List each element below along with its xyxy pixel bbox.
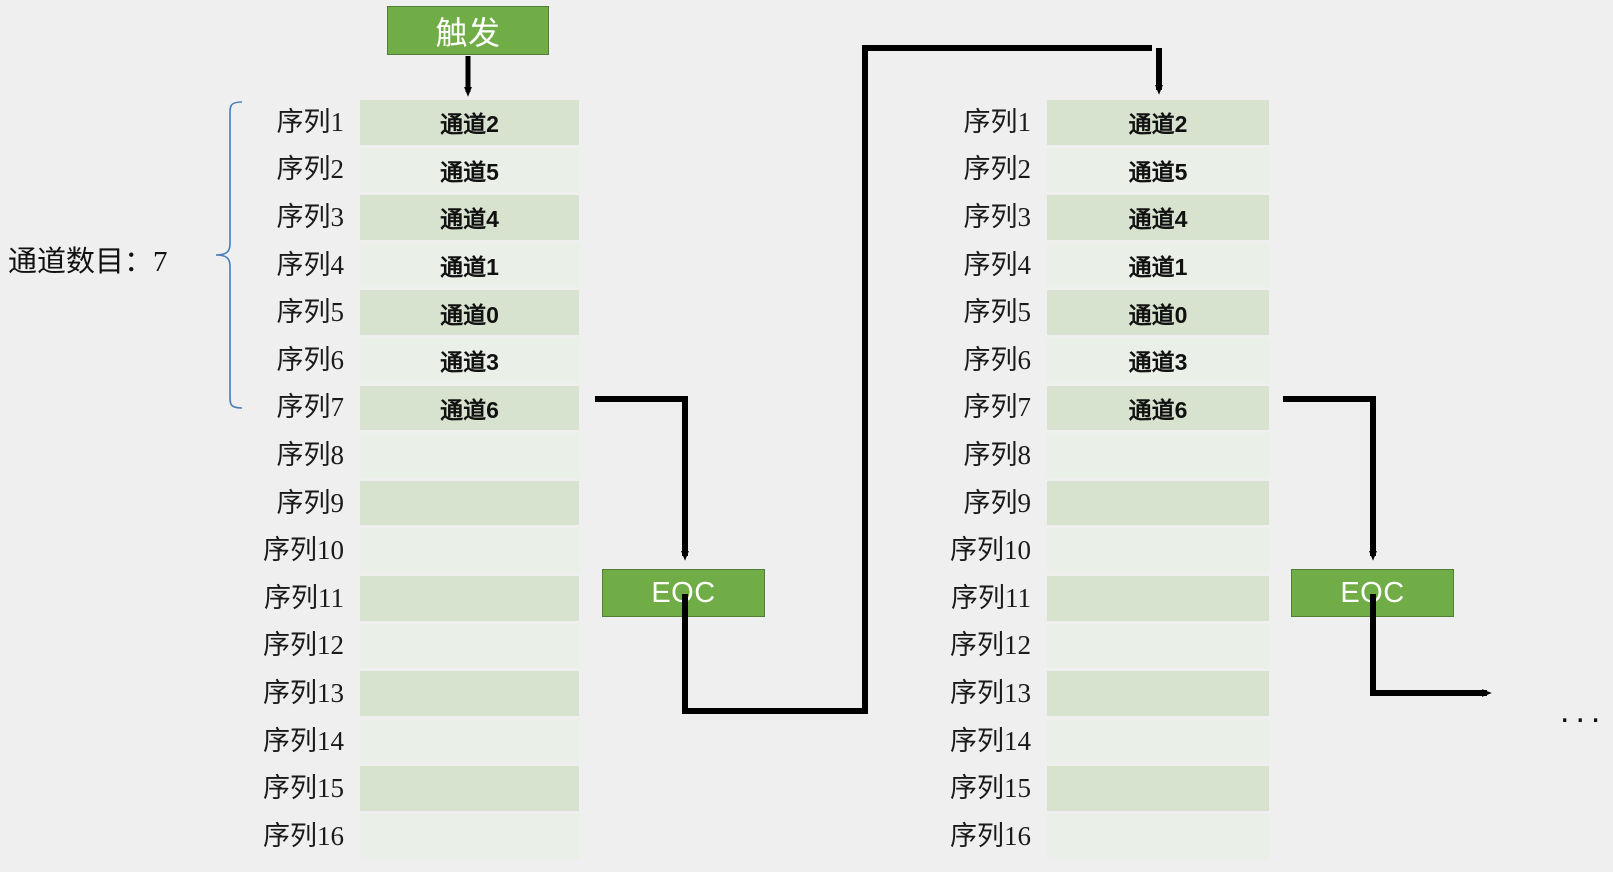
sequence-row: 序列13 <box>263 671 579 719</box>
sequence-row-value: 通道0 <box>440 301 499 328</box>
sequence-row-label: 序列5 <box>963 297 1032 328</box>
sequence-row-label: 序列14 <box>950 725 1031 756</box>
sequence-row: 序列1 通道2 <box>964 100 1269 148</box>
sequence-row: 序列8 <box>277 433 579 481</box>
sequence-row: 序列11 <box>951 575 1269 624</box>
sequence-row: 序列6 通道3 <box>964 337 1269 386</box>
sequence-row-label: 序列7 <box>963 392 1032 423</box>
sequence-row-label: 序列4 <box>276 249 345 280</box>
sequence-row: 序列10 <box>950 528 1269 576</box>
sequence-row-label: 序列16 <box>263 820 344 851</box>
sequence-row-label: 序列2 <box>276 154 345 185</box>
sequence-row-label: 序列1 <box>963 106 1032 137</box>
sequence-table-right: 序列1 通道2 序列2 通道5 序列3 通道4 序列4 通道1 序列5 通道0 序列6 通道3 序列7 通… <box>950 100 1269 862</box>
sequence-row: 序列16 <box>263 813 579 862</box>
sequence-row-value: 通道5 <box>440 158 499 185</box>
sequence-row-label: 序列12 <box>950 630 1031 661</box>
sequence-row-label: 序列15 <box>950 773 1031 804</box>
sequence-row-label: 序列9 <box>963 487 1032 518</box>
sequence-row: 序列15 <box>950 766 1269 814</box>
sequence-row-label: 序列15 <box>263 773 344 804</box>
sequence-row: 序列13 <box>950 671 1269 719</box>
sequence-row-label: 序列7 <box>276 392 345 423</box>
eoc-box-left[interactable]: EOC <box>602 569 765 617</box>
sequence-row: 序列16 <box>950 813 1269 862</box>
continuation-ellipsis: ... <box>1560 692 1607 730</box>
sequence-row: 序列2 通道5 <box>964 147 1269 196</box>
sequence-row: 序列11 <box>264 575 579 624</box>
sequence-row-label: 序列16 <box>950 820 1031 851</box>
curly-brace-icon <box>215 101 243 409</box>
sequence-row-value: 通道0 <box>1128 301 1188 328</box>
sequence-row: 序列15 <box>263 766 579 814</box>
sequence-row: 序列4 通道1 <box>964 242 1269 291</box>
sequence-row-value: 通道2 <box>440 111 499 138</box>
sequence-row: 序列14 <box>263 718 579 767</box>
sequence-row: 序列2 通道5 <box>277 147 579 196</box>
sequence-row-label: 序列8 <box>963 439 1032 470</box>
connector-row7-to-eoc-left <box>595 396 689 561</box>
sequence-row: 序列7 通道6 <box>964 385 1269 434</box>
sequence-row: 序列7 通道6 <box>277 385 579 434</box>
sequence-row-value: 通道6 <box>440 396 499 423</box>
sequence-row-label: 序列2 <box>963 154 1032 185</box>
sequence-row-label: 序列13 <box>950 677 1031 708</box>
sequence-row-label: 序列11 <box>951 582 1031 613</box>
sequence-row-label: 序列12 <box>263 630 344 661</box>
sequence-row: 序列12 <box>950 623 1269 672</box>
sequence-row: 序列9 <box>277 480 579 529</box>
sequence-row: 序列1 通道2 <box>277 100 579 148</box>
sequence-row-label: 序列6 <box>276 344 345 375</box>
sequence-row-label: 序列10 <box>263 535 344 566</box>
sequence-row: 序列6 通道3 <box>277 337 579 386</box>
sequence-row-label: 序列6 <box>963 344 1032 375</box>
sequence-row: 序列12 <box>263 623 579 672</box>
sequence-row-value: 通道3 <box>1128 349 1188 376</box>
sequence-row-label: 序列9 <box>276 487 345 518</box>
eoc-box-right[interactable]: EOC <box>1291 569 1454 617</box>
sequence-row-value: 通道5 <box>1128 158 1188 185</box>
sequence-row: 序列3 通道4 <box>277 195 579 243</box>
sequence-row: 序列5 通道0 <box>277 290 579 338</box>
sequence-row: 序列14 <box>950 718 1269 767</box>
sequence-row-value: 通道1 <box>440 254 499 281</box>
sequence-row-value: 通道6 <box>1128 396 1188 423</box>
sequence-row-label: 序列4 <box>963 249 1032 280</box>
sequence-row-label: 序列13 <box>263 677 344 708</box>
connector-row7-to-eoc-right <box>1283 396 1377 561</box>
sequence-row-label: 序列5 <box>276 297 345 328</box>
sequence-row: 序列9 <box>964 480 1269 529</box>
sequence-row-label: 序列3 <box>276 201 345 232</box>
sequence-row-value: 通道3 <box>440 349 499 376</box>
sequence-row-label: 序列3 <box>963 201 1032 232</box>
sequence-row-value: 通道4 <box>1128 206 1188 233</box>
sequence-row-label: 序列11 <box>264 582 344 613</box>
sequence-table-left: 序列1 通道2 序列2 通道5 序列3 通道4 序列4 通道1 序列5 通道0 序列6 通道3 序列7 通… <box>263 100 579 862</box>
channel-count-label: 通道数目：7 <box>8 246 168 278</box>
sequence-row-label: 序列14 <box>263 725 344 756</box>
sequence-row: 序列3 通道4 <box>964 195 1269 243</box>
sequence-row-label: 序列10 <box>950 535 1031 566</box>
sequence-row-value: 通道1 <box>1128 254 1188 281</box>
sequence-row-value: 通道2 <box>1128 111 1188 138</box>
sequence-row: 序列8 <box>964 433 1269 481</box>
sequence-row-value: 通道4 <box>440 206 499 233</box>
sequence-row: 序列10 <box>263 528 579 576</box>
sequence-row: 序列5 通道0 <box>964 290 1269 338</box>
trigger-box[interactable]: 触发 <box>387 6 549 55</box>
sequence-row-label: 序列8 <box>276 439 345 470</box>
sequence-row: 序列4 通道1 <box>277 242 579 291</box>
sequence-row-label: 序列1 <box>276 106 345 137</box>
